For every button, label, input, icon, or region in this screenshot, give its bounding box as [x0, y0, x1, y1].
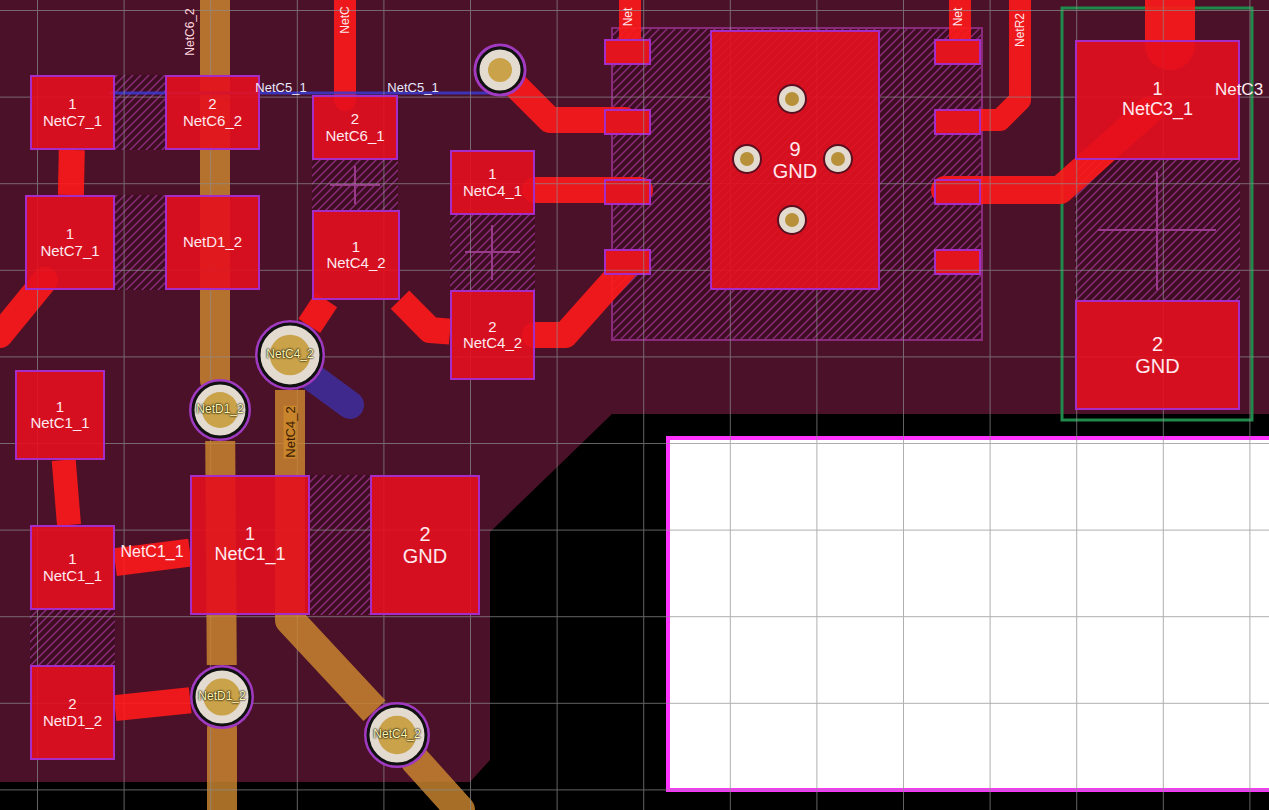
copper-pad: 1NetC1_1: [190, 475, 310, 615]
net-name: NetC4_2: [373, 728, 420, 741]
via-ring: [824, 145, 852, 173]
copper-pad: 1NetC4_1: [450, 150, 535, 215]
pin-number: 1: [66, 226, 74, 243]
via-hole: NetC4_2: [255, 320, 325, 390]
net-name: NetC1_1: [30, 415, 89, 432]
thermal-via: [778, 85, 806, 113]
net-name: NetC1_1: [214, 545, 285, 565]
pin-number: 2: [68, 696, 76, 713]
net-name: NetC4_2: [463, 335, 522, 352]
net-name: NetC7_1: [43, 113, 102, 130]
pin-number: 1: [1152, 80, 1162, 100]
pin-number: 1: [245, 525, 255, 545]
pin-number: 2: [351, 111, 359, 128]
net-label: Net: [952, 7, 964, 28]
pin-number: 1: [68, 96, 76, 113]
net-name: GND: [403, 545, 447, 567]
net-name: NetD1_2: [196, 403, 243, 416]
pin-number: 2: [1152, 333, 1163, 355]
via-hole: NetD1_2: [190, 665, 254, 729]
net-name: NetC6_2: [183, 113, 242, 130]
copper-pad: 1NetC3_1: [1075, 40, 1240, 160]
copper-pad: 1NetC1_1: [15, 370, 105, 460]
via-ring: [193, 383, 247, 437]
pin-number: 2: [208, 96, 216, 113]
via-halo: [257, 322, 324, 389]
net-label: NetC5_1: [386, 81, 439, 94]
copper-pad: 1NetC1_1: [30, 525, 115, 610]
net-name: GND: [1135, 355, 1179, 377]
copper-trace: [64, 460, 69, 525]
copper-pad: 2NetD1_2: [30, 665, 115, 760]
via-halo: [192, 667, 253, 728]
net-name: NetC1_1: [43, 568, 102, 585]
net-name: NetD1_2: [43, 713, 102, 730]
net-name: NetC6_1: [325, 128, 384, 145]
net-name: NetC4_2: [266, 348, 313, 361]
via-ring: [778, 206, 806, 234]
net-label: NetC: [339, 5, 351, 34]
copper-trace: [58, 150, 85, 195]
via-halo: [191, 381, 250, 440]
net-label: NetC6_2: [184, 7, 196, 56]
pin-number: 1: [68, 551, 76, 568]
via-drill: [831, 152, 845, 166]
thermal-via: [824, 145, 852, 173]
copper-pad: 2GND: [1075, 300, 1240, 410]
net-name: NetC4_1: [463, 183, 522, 200]
copper-pad: 2NetC4_2: [450, 290, 535, 380]
copper-trace: [115, 553, 190, 563]
copper-pad: 2NetC6_2: [165, 75, 260, 150]
via-drill: [740, 152, 754, 166]
net-name: NetD1_2: [183, 234, 242, 251]
copper-trace: [309, 300, 326, 326]
copper-trace: [115, 700, 190, 708]
pin-number: 2: [419, 523, 430, 545]
copper-pad: 2GND: [370, 475, 480, 615]
pin-number: 9: [789, 138, 800, 160]
net-name: NetD1_2: [198, 690, 245, 703]
pin-number: 2: [488, 319, 496, 336]
net-label: NetC1_1: [119, 544, 184, 560]
net-label: NetC5_1: [254, 81, 307, 94]
via-ring: [778, 85, 806, 113]
thermal-via: [733, 145, 761, 173]
net-name: NetC4_2: [326, 255, 385, 272]
copper-pad: 1NetC7_1: [30, 75, 115, 150]
net-name: GND: [773, 160, 817, 182]
net-label: Net: [622, 7, 634, 28]
via-drill: [785, 213, 799, 227]
via-hole: NetC4_2: [364, 702, 430, 768]
copper-trace: [400, 300, 450, 332]
via-halo: [366, 704, 429, 767]
via-ring: [194, 669, 250, 725]
copper-pad: 2NetC6_1: [312, 95, 398, 160]
via-drill: [785, 92, 799, 106]
thermal-via: [778, 206, 806, 234]
net-label: NetR2: [1014, 12, 1026, 48]
via-ring: [368, 706, 426, 764]
pin-number: 1: [352, 239, 360, 256]
net-label: NetC4_2: [284, 405, 297, 458]
net-name: NetC3_1: [1122, 100, 1193, 120]
copper-pad: 9GND: [710, 30, 880, 290]
pin-number: 1: [488, 166, 496, 183]
copper-pad: NetD1_2: [165, 195, 260, 290]
net-name: NetC7_1: [40, 243, 99, 260]
via-ring: [733, 145, 761, 173]
copper-pad: 1NetC7_1: [25, 195, 115, 290]
pin-number: 1: [56, 399, 64, 416]
copper-pad: 1NetC4_2: [312, 210, 400, 300]
via-hole: NetD1_2: [189, 379, 251, 441]
via-ring: [259, 324, 321, 386]
